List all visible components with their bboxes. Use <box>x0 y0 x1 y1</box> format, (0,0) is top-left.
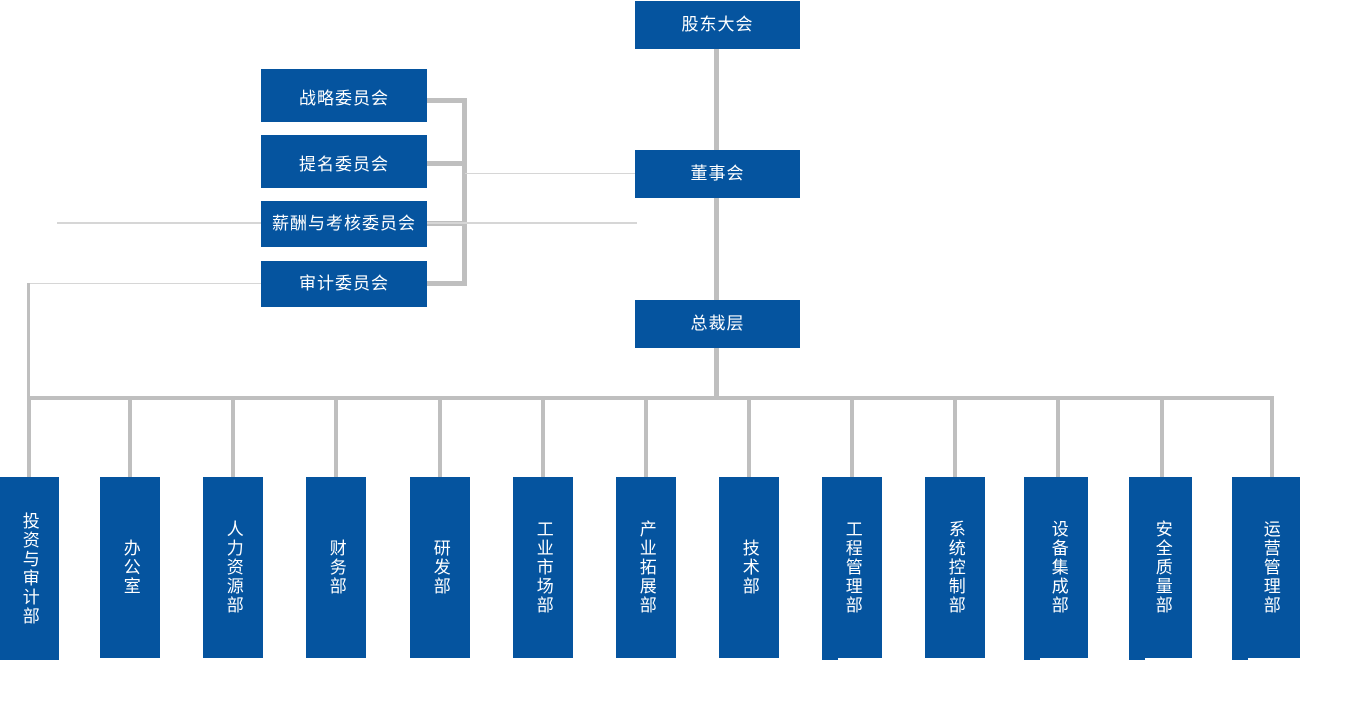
connector-drop-dept-6 <box>541 396 545 478</box>
node-dept-research-development-label: 研发部 <box>430 539 450 596</box>
node-dept-human-resources-label: 人力资源部 <box>223 520 243 615</box>
node-dept-safety-quality-label: 安全质量部 <box>1152 520 1172 615</box>
node-dept-engineering-management[interactable]: 工程管理部 <box>822 477 882 658</box>
node-dept-human-resources[interactable]: 人力资源部 <box>203 477 263 658</box>
node-dept-system-control[interactable]: 系统控制部 <box>925 477 985 658</box>
node-committee-compensation-label: 薪酬与考核委员会 <box>272 214 416 234</box>
connector-audit-left-rail-vertical <box>27 283 30 398</box>
connector-committee-bus-to-board <box>465 173 637 174</box>
node-committee-compensation[interactable]: 薪酬与考核委员会 <box>261 201 427 247</box>
node-board-of-directors[interactable]: 董事会 <box>635 150 800 198</box>
node-dept-industry-expansion-label: 产业拓展部 <box>636 520 656 615</box>
node-committee-nomination-label: 提名委员会 <box>299 155 389 175</box>
node-committee-audit-label: 审计委员会 <box>299 274 389 294</box>
node-dept-industrial-market-label: 工业市场部 <box>533 520 553 615</box>
node-dept-operations-management[interactable]: 运营管理部 <box>1240 477 1300 658</box>
node-dept-technology[interactable]: 技术部 <box>719 477 779 658</box>
node-president-office[interactable]: 总裁层 <box>635 300 800 348</box>
node-dept-engineering-management-label: 工程管理部 <box>842 520 862 615</box>
node-committee-audit[interactable]: 审计委员会 <box>261 261 427 307</box>
node-dept-investment-audit[interactable]: 投资与审计部 <box>0 477 58 660</box>
node-dept-finance[interactable]: 财务部 <box>306 477 366 658</box>
node-dept-research-development[interactable]: 研发部 <box>410 477 470 658</box>
node-dept-investment-audit-label: 投资与审计部 <box>19 511 39 626</box>
connector-committee-1-stub <box>427 98 467 103</box>
connector-drop-dept-13 <box>1270 396 1274 478</box>
node-dept-technology-label: 技术部 <box>739 539 759 596</box>
connector-department-bus <box>27 396 1274 400</box>
connector-committee-bus-vertical <box>462 98 467 286</box>
node-committee-strategy-label: 战略委员会 <box>299 89 389 109</box>
connector-drop-dept-8 <box>747 396 751 478</box>
node-dept-office[interactable]: 办公室 <box>100 477 160 658</box>
connector-committee-4-stub <box>427 281 467 286</box>
connector-compensation-committee-left-rail <box>57 222 262 224</box>
node-committee-nomination[interactable]: 提名委员会 <box>261 142 427 188</box>
node-board-of-directors-label: 董事会 <box>690 164 745 184</box>
node-dept-equipment-integration[interactable]: 设备集成部 <box>1028 477 1088 658</box>
node-committee-strategy[interactable]: 战略委员会 <box>261 76 427 122</box>
node-dept-industrial-market[interactable]: 工业市场部 <box>513 477 573 658</box>
node-dept-operations-management-label: 运营管理部 <box>1260 520 1280 615</box>
connector-drop-dept-12 <box>1160 396 1164 478</box>
node-dept-industry-expansion[interactable]: 产业拓展部 <box>616 477 676 658</box>
connector-drop-dept-7 <box>644 396 648 478</box>
node-dept-system-control-label: 系统控制部 <box>945 520 965 615</box>
connector-drop-dept-3 <box>231 396 235 478</box>
connector-board-to-president <box>714 198 719 300</box>
connector-compensation-committee-right-rail <box>427 222 637 224</box>
connector-drop-dept-9 <box>850 396 854 478</box>
node-president-office-label: 总裁层 <box>690 314 745 334</box>
connector-committee-2-stub <box>427 161 467 166</box>
connector-drop-dept-2 <box>128 396 132 478</box>
node-dept-office-label: 办公室 <box>120 539 140 596</box>
connector-president-to-bus <box>714 348 719 399</box>
connector-drop-dept-10 <box>953 396 957 478</box>
connector-audit-committee-to-left-rail <box>29 283 261 284</box>
connector-drop-dept-11 <box>1056 396 1060 478</box>
shadow-block-committee-2 <box>261 135 427 142</box>
node-shareholders-meeting[interactable]: 股东大会 <box>635 1 800 49</box>
node-shareholders-meeting-label: 股东大会 <box>681 15 754 35</box>
connector-drop-dept-1 <box>27 396 31 478</box>
node-dept-equipment-integration-label: 设备集成部 <box>1048 520 1068 615</box>
shadow-block-committee-1 <box>261 69 427 76</box>
connector-shareholders-to-board <box>714 49 719 150</box>
connector-drop-dept-5 <box>438 396 442 478</box>
node-dept-safety-quality[interactable]: 安全质量部 <box>1132 477 1192 658</box>
node-dept-finance-label: 财务部 <box>326 539 346 596</box>
connector-drop-dept-4 <box>334 396 338 478</box>
